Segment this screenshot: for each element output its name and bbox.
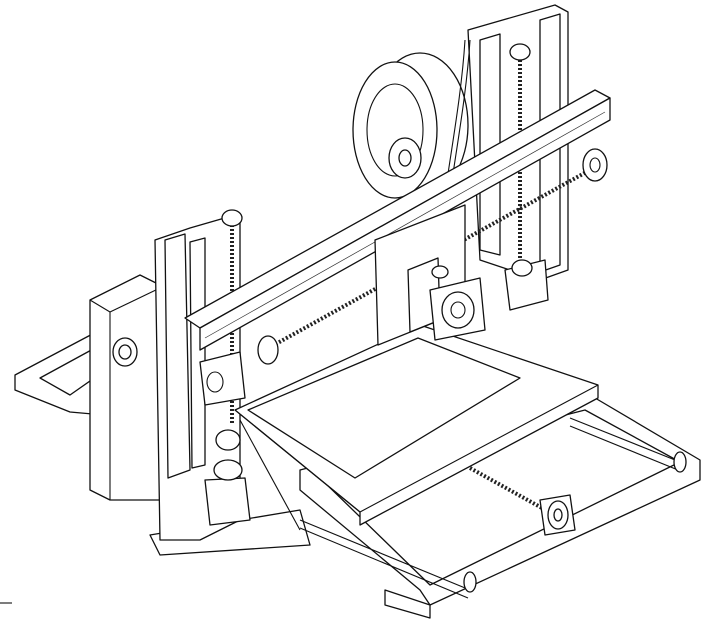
- left-top-bearing: [221, 209, 243, 227]
- y-rails: [299, 417, 687, 599]
- y-bearing-block: [539, 494, 576, 536]
- right-top-bearing: [509, 43, 531, 61]
- bowden-coupler: [431, 265, 449, 279]
- z-motor: [204, 429, 251, 526]
- x-gantry-beam: [184, 89, 611, 351]
- left-column: [154, 214, 241, 541]
- electronics-box: [89, 274, 161, 501]
- x-motor: [199, 335, 279, 406]
- right-carriage-block: [504, 259, 549, 311]
- x-idler-pulley: [582, 148, 608, 182]
- filament-spool: [352, 52, 469, 199]
- hotend-fan: [429, 277, 486, 341]
